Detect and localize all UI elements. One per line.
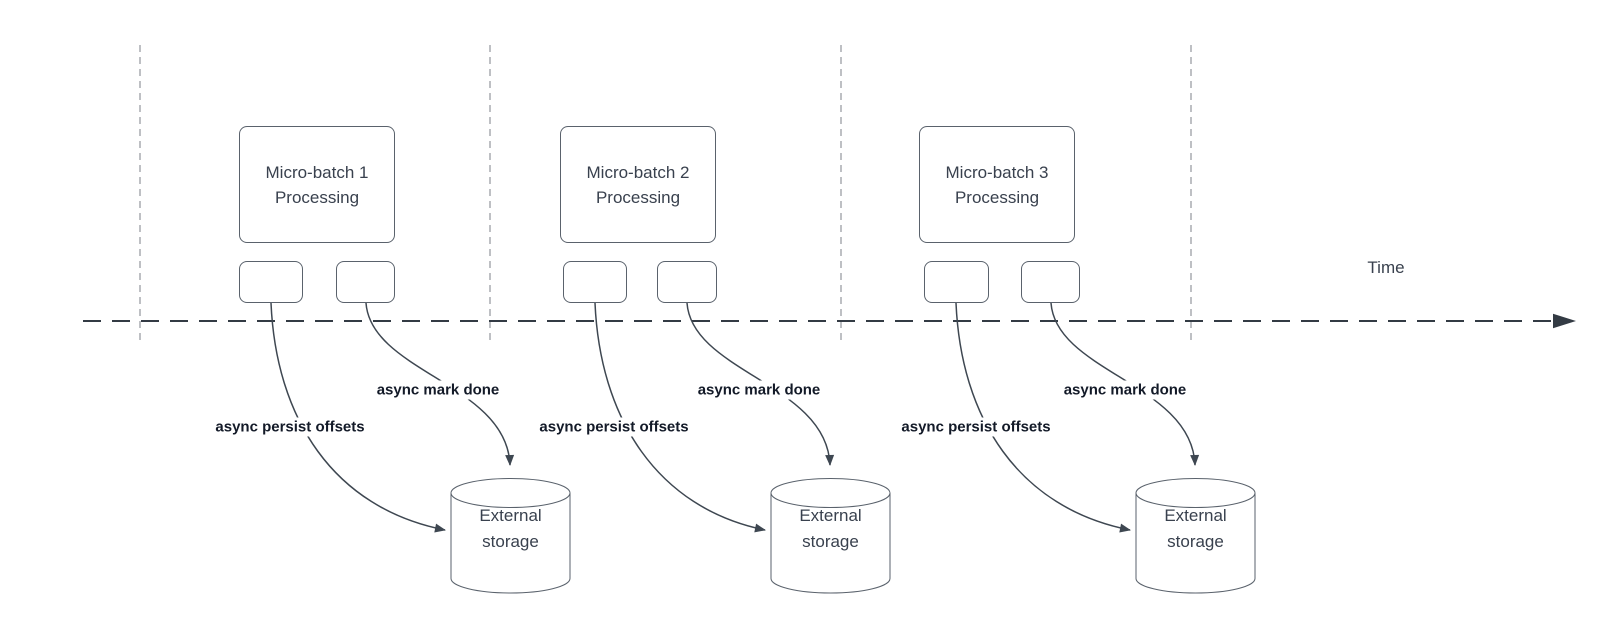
micro-batch-box-3: Micro-batch 3 Processing	[919, 126, 1075, 243]
persist-offsets-label-2: async persist offsets	[535, 417, 693, 437]
storage-cylinder-1	[450, 478, 571, 594]
done-task-box-1	[336, 261, 395, 303]
mark-done-label-1: async mark done	[372, 380, 504, 400]
time-axis-label: Time	[1367, 258, 1405, 277]
micro-batch-box-2: Micro-batch 2 Processing	[560, 126, 716, 243]
micro-batch-label-2: Micro-batch 2 Processing	[586, 162, 690, 207]
storage-cylinder-3	[1135, 478, 1256, 594]
persist-offsets-label-1: async persist offsets	[211, 417, 369, 437]
external-storage-label-1: External storage	[479, 506, 542, 551]
offset-task-box-2	[563, 261, 627, 303]
mark-done-label-3: async mark done	[1059, 380, 1191, 400]
time-axis-arrowhead	[1553, 313, 1576, 329]
micro-batch-label-1: Micro-batch 1 Processing	[265, 162, 369, 207]
mark-done-arrow-3	[1050, 302, 1200, 466]
storage-cylinder-2	[770, 478, 891, 594]
mark-done-arrow-2	[686, 302, 835, 466]
external-storage-label-3: External storage	[1164, 506, 1227, 551]
persist-offsets-arrow-3	[955, 302, 1131, 533]
persist-offsets-arrow-2	[594, 302, 766, 533]
done-task-box-3	[1021, 261, 1080, 303]
external-storage-label-2: External storage	[799, 506, 862, 551]
offset-task-box-1	[239, 261, 303, 303]
micro-batch-box-1: Micro-batch 1 Processing	[239, 126, 395, 243]
done-task-box-2	[657, 261, 717, 303]
offset-task-box-3	[924, 261, 989, 303]
mark-done-label-2: async mark done	[693, 380, 825, 400]
mark-done-arrow-1	[365, 302, 515, 466]
micro-batch-label-3: Micro-batch 3 Processing	[945, 162, 1049, 207]
persist-offsets-arrow-1	[270, 302, 446, 533]
persist-offsets-label-3: async persist offsets	[897, 417, 1055, 437]
